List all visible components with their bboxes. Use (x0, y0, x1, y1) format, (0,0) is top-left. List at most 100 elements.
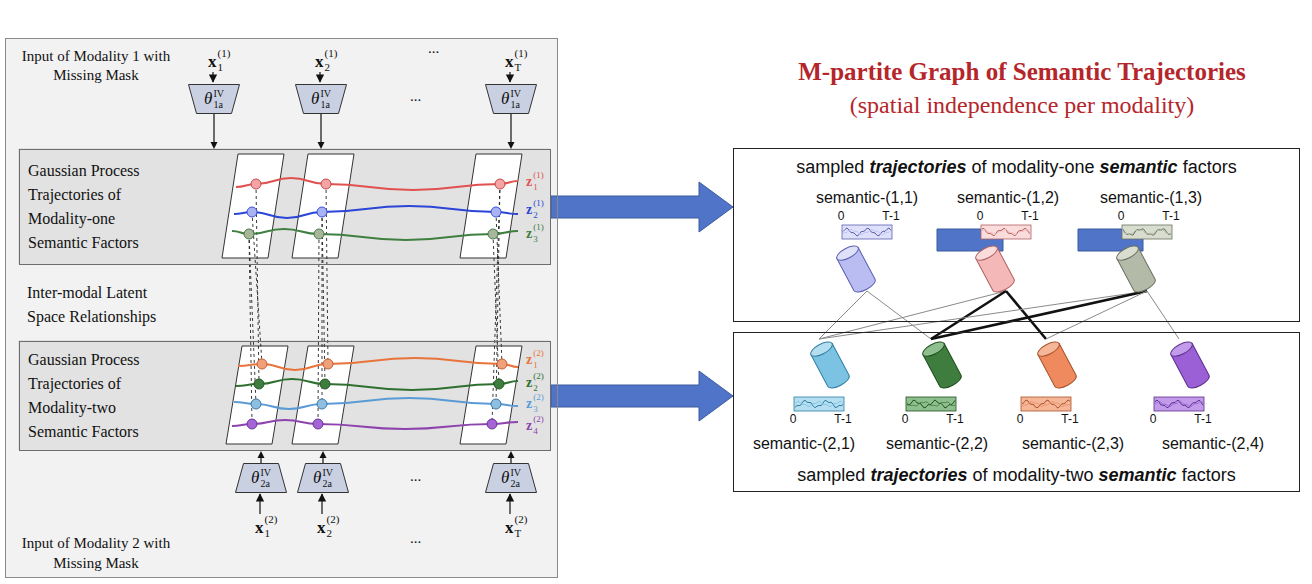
theta-symbol: θ (251, 468, 259, 488)
math-symbol: x (255, 518, 264, 538)
math-superscript: (1) (533, 222, 544, 232)
trajectory-dot (247, 419, 257, 429)
region-fill (5, 38, 558, 578)
theta-symbol: θ (313, 468, 321, 488)
connector-line (320, 114, 321, 143)
axis-tick: 0 (790, 412, 797, 426)
latent-plane (226, 346, 288, 444)
input-arrow (259, 494, 260, 514)
semantic-label: semantic-(1,3) (1100, 189, 1202, 207)
arrowhead (508, 142, 515, 149)
math-superscript: (1) (218, 47, 231, 59)
input-arrow (212, 72, 213, 82)
trapezoid-outline (189, 85, 240, 114)
gp-trajectory (234, 206, 518, 218)
math-symbol: x (317, 518, 326, 538)
axis-tick: T-1 (1162, 209, 1179, 223)
trajectory-dot (494, 379, 504, 389)
math-superscript: (1) (515, 47, 528, 59)
panel-text: Input of Modality 2 with Missing Mask (21, 533, 171, 573)
superscript: IV (213, 88, 224, 99)
math-superscript: (2) (515, 513, 528, 525)
math-superscript: (1) (533, 198, 544, 208)
cylinder-top (974, 243, 1000, 263)
trajectory-strip (1122, 225, 1172, 239)
encoder-trapezoid: θIV1a (295, 84, 347, 114)
inter-modal-link (249, 234, 252, 424)
superscript: IV (510, 467, 521, 478)
subscript: 2a (260, 478, 269, 489)
axis-tick: 0 (1118, 209, 1125, 223)
panel-text: Input of Modality 1 with Missing Mask (21, 47, 171, 85)
subscript: 1a (213, 99, 222, 110)
math-subscript: 4 (533, 426, 538, 436)
encoder-trapezoid: θIV1a (188, 84, 240, 114)
gp-band: Gaussian Process Trajectories of Modalit… (19, 341, 551, 451)
region-fill (18, 340, 550, 450)
block-arrow (551, 182, 733, 232)
math-symbol: z (526, 202, 532, 218)
gp-trajectory (236, 379, 518, 390)
latent-plane (292, 346, 354, 444)
math-subscript: 1 (265, 527, 271, 539)
semantic-cylinder: semantic-(2,3) (1003, 339, 1143, 457)
trajectory-strip (981, 225, 1031, 239)
cylinder (974, 243, 1017, 295)
connector (551, 182, 733, 232)
theta-symbol: θ (311, 89, 319, 109)
theta-symbol: θ (501, 89, 509, 109)
math-symbol: z (526, 375, 532, 391)
emphasis: trajectories (869, 157, 966, 177)
region-fill (733, 332, 1300, 492)
math-superscript: (1) (533, 170, 544, 180)
math-superscript: (1) (325, 47, 338, 59)
axis-tick: T-1 (834, 412, 851, 426)
gp-trajectory (232, 178, 518, 429)
trajectory-curve (1123, 230, 1171, 234)
trajectory-dot (487, 419, 497, 429)
superscript: IV (322, 467, 333, 478)
connector (320, 451, 327, 463)
inter-modal-link (322, 212, 323, 404)
gp-trajectory (232, 420, 518, 429)
math-subscript: 2 (533, 383, 538, 393)
input-arrow (319, 72, 320, 82)
trajectory-dot (244, 179, 507, 429)
math-subscript: 3 (533, 404, 538, 414)
arrowhead (211, 142, 218, 149)
cylinder-top (809, 339, 835, 359)
trajectory-curve (1123, 229, 1171, 236)
axis-tick: T-1 (1061, 412, 1078, 426)
ellipsis: ... (410, 468, 421, 485)
trajectory-curve (1155, 401, 1203, 407)
trajectory-dot (247, 207, 257, 217)
connector (318, 114, 325, 149)
trajectory-dot (313, 419, 323, 429)
ellipsis: ... (428, 40, 439, 57)
superscript: IV (510, 88, 521, 99)
subscript: 1a (320, 99, 329, 110)
figure-title: M-partite Graph of Semantic Trajectories (798, 58, 1246, 86)
math-subscript: T (515, 61, 522, 73)
math-subscript: T (515, 527, 522, 539)
gp-trajectory (234, 398, 518, 409)
axis-tick: T-1 (946, 412, 963, 426)
encoder-trapezoid: θIV2a (485, 463, 537, 493)
graph-box: sampled trajectories of modality-one sem… (733, 148, 1300, 322)
trajectory-dot (244, 229, 254, 239)
theta-symbol: θ (204, 89, 212, 109)
semantic-label: semantic-(2,1) (753, 435, 855, 453)
semantic-cylinder: semantic-(2,1) (734, 339, 874, 457)
band-text: Gaussian Process Trajectories of Modalit… (28, 348, 168, 444)
ellipsis: ... (410, 530, 421, 547)
trapezoid-outline (486, 85, 537, 114)
math-superscript: (2) (533, 392, 544, 402)
trajectory-curve (795, 400, 843, 408)
math-symbol: x (505, 52, 514, 72)
trajectory-curve (907, 400, 955, 408)
cylinder (921, 339, 964, 391)
input-arrow (509, 494, 510, 514)
trajectory-dot (323, 359, 333, 369)
emphasis: semantic (1099, 465, 1177, 485)
latent-plane (460, 154, 522, 258)
